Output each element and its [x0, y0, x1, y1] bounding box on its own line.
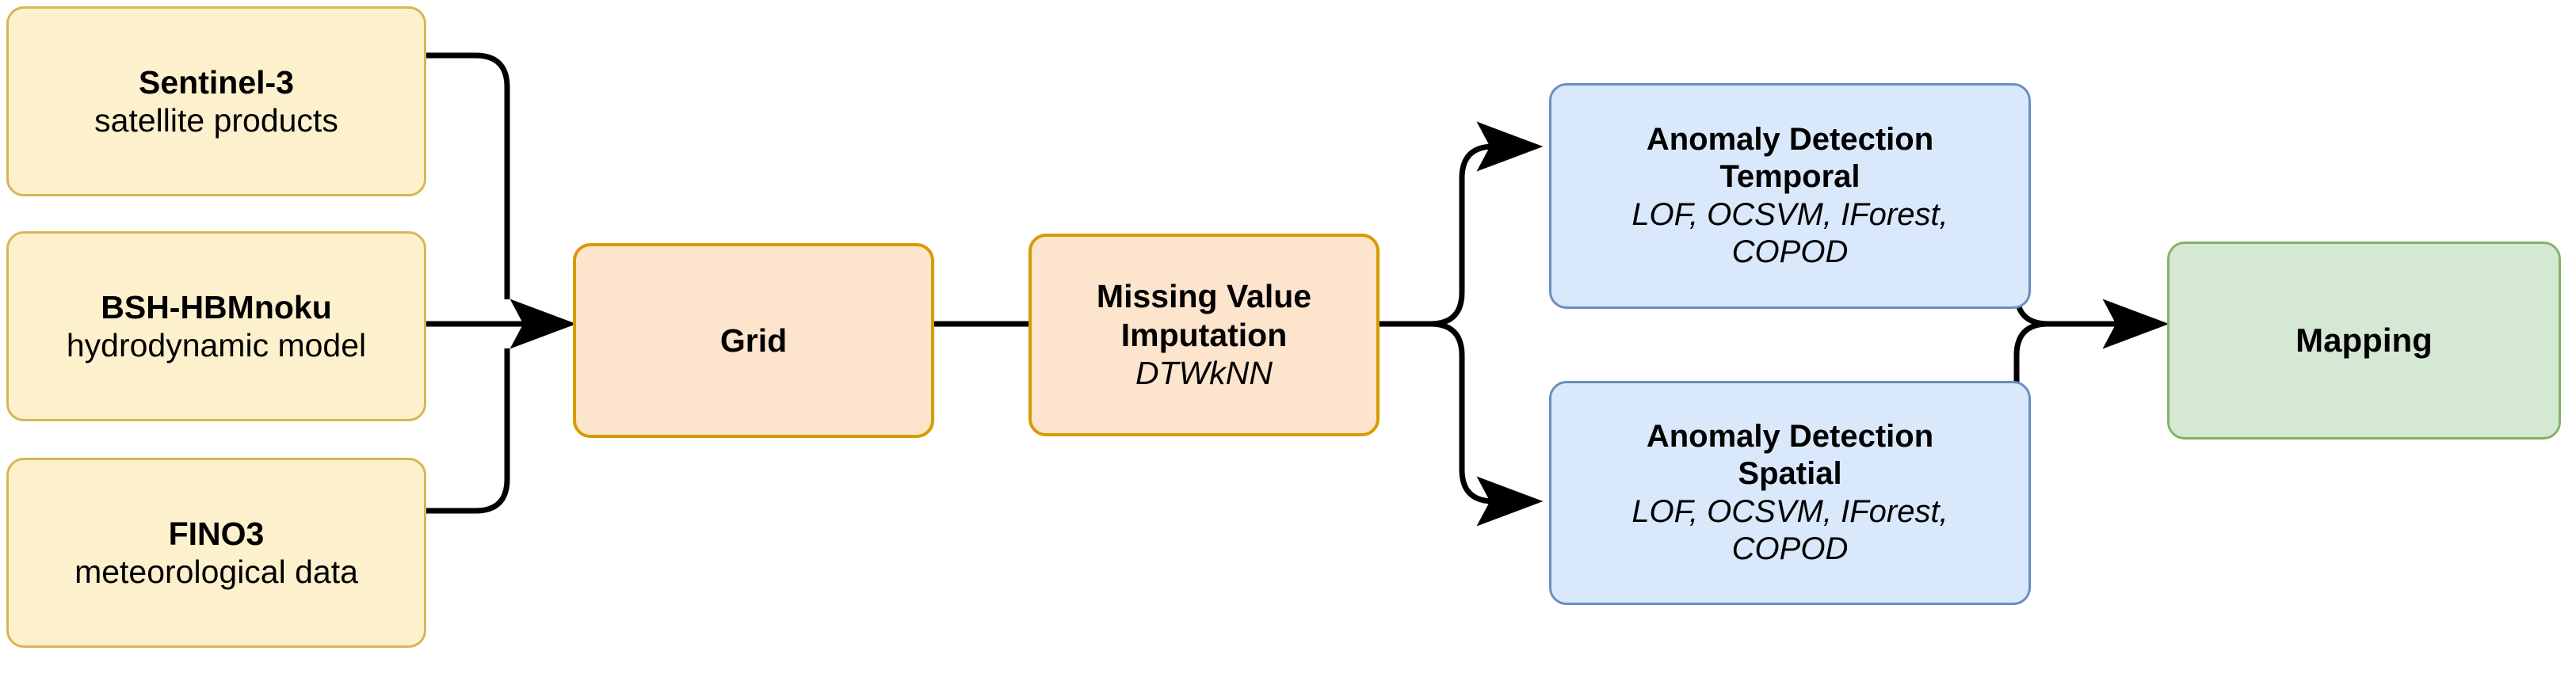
node-fino3-subtitle: meteorological data: [74, 554, 358, 590]
node-anomaly-detection-temporal-subtitle-line1: LOF, OCSVM, IForest,: [1631, 196, 1948, 232]
node-fino3: FINO3 meteorological data: [6, 458, 426, 648]
edge-merge-to-mapping: [2013, 291, 2170, 349]
edge-imputation-to-spatial: [1429, 321, 1544, 527]
node-missing-value-imputation-subtitle: DTWkNN: [1135, 355, 1273, 392]
node-anomaly-detection-temporal: Anomaly Detection Temporal LOF, OCSVM, I…: [1549, 83, 2031, 309]
node-grid: Grid: [573, 243, 934, 438]
node-anomaly-detection-spatial-subtitle-line2: COPOD: [1731, 531, 1849, 566]
node-anomaly-detection-temporal-title-line1: Anomaly Detection: [1646, 122, 1934, 158]
node-missing-value-imputation: Missing Value Imputation DTWkNN: [1028, 234, 1380, 436]
node-sentinel-3: Sentinel-3 satellite products: [6, 6, 426, 196]
edge-imputation-to-temporal: [1429, 121, 1544, 327]
node-anomaly-detection-temporal-title-line2: Temporal: [1719, 159, 1860, 195]
node-missing-value-imputation-title-line2: Imputation: [1120, 316, 1288, 353]
node-anomaly-detection-spatial-subtitle-line1: LOF, OCSVM, IForest,: [1631, 493, 1948, 529]
node-missing-value-imputation-title-line1: Missing Value: [1096, 278, 1312, 315]
node-bsh-hbmnoku-title: BSH-HBMnoku: [101, 288, 332, 325]
node-anomaly-detection-spatial-title-line1: Anomaly Detection: [1646, 419, 1934, 455]
node-bsh-hbmnoku-subtitle: hydrodynamic model: [66, 327, 367, 363]
node-sentinel-3-title: Sentinel-3: [139, 63, 294, 101]
node-anomaly-detection-spatial-title-line2: Spatial: [1738, 456, 1842, 492]
node-anomaly-detection-spatial: Anomaly Detection Spatial LOF, OCSVM, IF…: [1549, 381, 2031, 605]
edge-merge-lower-to-mapping: [2013, 321, 2049, 356]
node-mapping: Mapping: [2167, 242, 2561, 440]
node-grid-title: Grid: [719, 322, 788, 359]
node-sentinel-3-subtitle: satellite products: [94, 102, 338, 139]
node-anomaly-detection-temporal-subtitle-line2: COPOD: [1731, 234, 1849, 269]
node-fino3-title: FINO3: [168, 515, 265, 552]
node-mapping-title: Mapping: [2296, 322, 2433, 360]
node-bsh-hbmnoku: BSH-HBMnoku hydrodynamic model: [6, 231, 426, 421]
